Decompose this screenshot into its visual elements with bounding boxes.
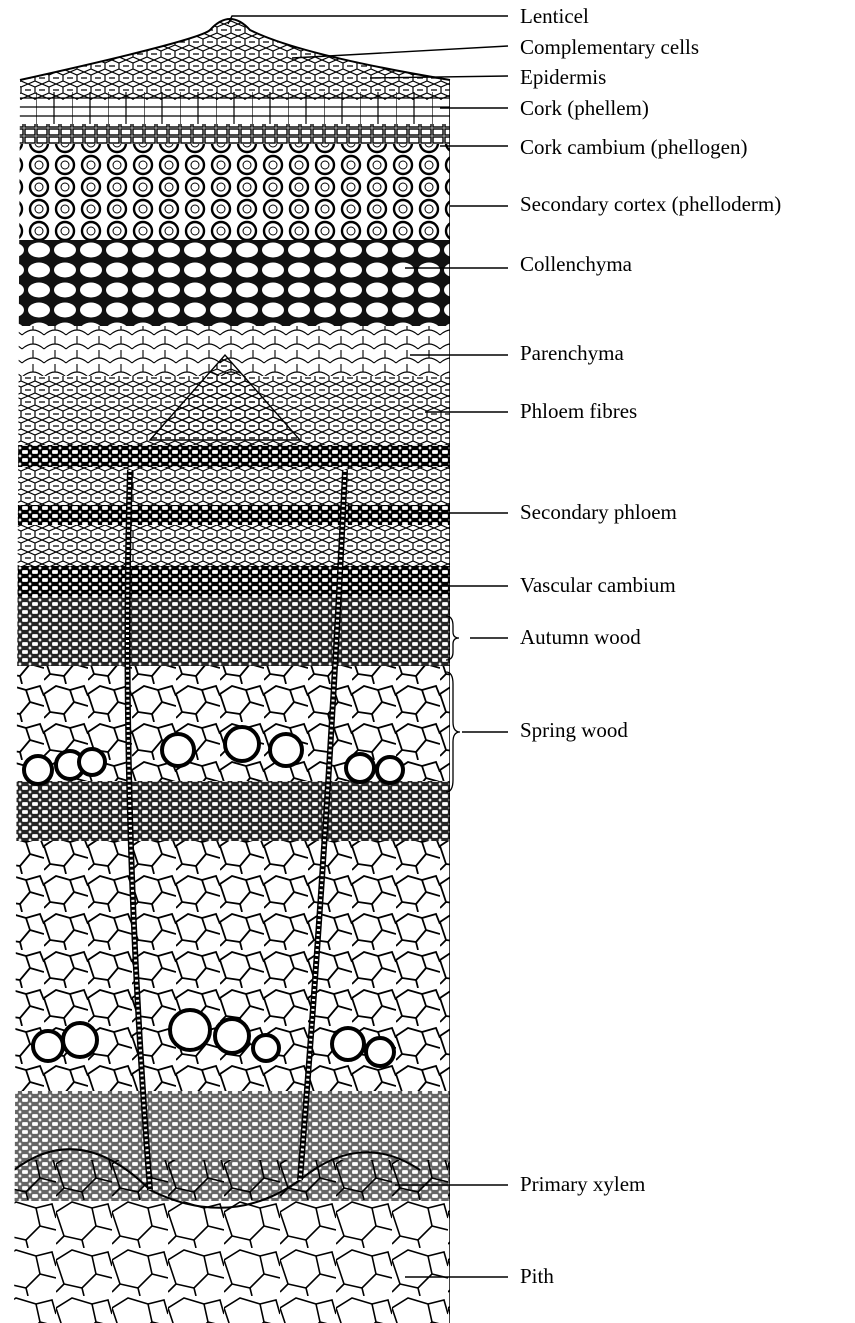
label-cork-cambium: Cork cambium (phellogen)	[520, 137, 747, 158]
label-vascular-cambium: Vascular cambium	[520, 575, 676, 596]
leader-lenticel	[228, 16, 508, 24]
leader-complementary-cells	[292, 46, 508, 58]
label-lenticel: Lenticel	[520, 6, 589, 27]
label-parenchyma: Parenchyma	[520, 343, 624, 364]
label-secondary-phloem: Secondary phloem	[520, 502, 677, 523]
label-primary-xylem: Primary xylem	[520, 1174, 645, 1195]
label-pith: Pith	[520, 1266, 554, 1287]
label-phloem-fibres: Phloem fibres	[520, 401, 637, 422]
label-autumn-wood: Autumn wood	[520, 627, 641, 648]
label-complementary-cells: Complementary cells	[520, 37, 699, 58]
label-secondary-cortex: Secondary cortex (phelloderm)	[520, 194, 781, 215]
label-epidermis: Epidermis	[520, 67, 606, 88]
label-collenchyma: Collenchyma	[520, 254, 632, 275]
label-cork: Cork (phellem)	[520, 98, 649, 119]
label-spring-wood: Spring wood	[520, 720, 628, 741]
